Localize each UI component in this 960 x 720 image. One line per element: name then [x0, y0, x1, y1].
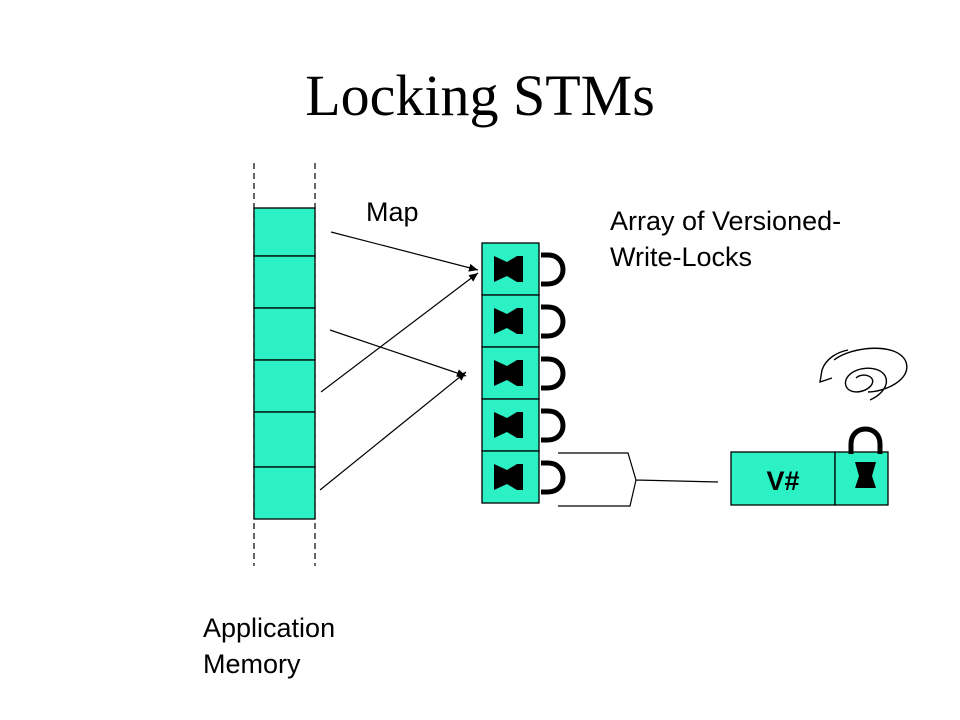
- lock-array-label-line2: Write-Locks: [610, 242, 753, 272]
- spiral-arrow-icon: [819, 369, 833, 384]
- application-memory-label: Application Memory: [203, 610, 335, 682]
- padlock-icon: [855, 462, 876, 488]
- open-shackle-icon: [541, 460, 566, 495]
- map-arrow: [319, 371, 467, 491]
- lock-slot: [481, 294, 566, 348]
- open-shackle-icon: [541, 356, 566, 391]
- lock-slot: [481, 398, 566, 452]
- open-shackle-icon: [541, 408, 566, 443]
- spiral-icon: [821, 347, 908, 401]
- closed-shackle-icon: [848, 426, 883, 454]
- keyhole-icon: [494, 256, 523, 282]
- slide-title: Locking STMs: [305, 63, 655, 128]
- map-arrows: [319, 231, 479, 491]
- application-memory-label-line1: Application: [203, 613, 336, 643]
- lock-slot: [481, 346, 566, 400]
- memory-cell: [253, 411, 316, 468]
- memory-cell: [253, 307, 316, 361]
- expansion-brace: [558, 452, 719, 507]
- lock-array-label: Array of Versioned- Write-Locks: [610, 203, 841, 275]
- memory-cell: [253, 207, 316, 257]
- lock-slot: [481, 450, 566, 504]
- version-field: [730, 451, 836, 506]
- memory-cell: [253, 255, 316, 309]
- open-shackle-icon: [541, 304, 566, 339]
- open-shackle-icon: [541, 252, 566, 287]
- keyhole-icon: [494, 308, 523, 334]
- map-arrow: [330, 231, 479, 272]
- versioned-write-lock-detail: V#: [730, 426, 889, 506]
- lock-slot: [481, 242, 566, 296]
- map-label: Map: [366, 197, 419, 227]
- keyhole-icon: [494, 412, 523, 438]
- memory-cell: [253, 466, 316, 520]
- map-arrow: [329, 329, 467, 377]
- keyhole-icon: [494, 360, 523, 386]
- lock-array-label-line1: Array of Versioned-: [610, 206, 842, 236]
- versioned-write-lock-array: [481, 242, 566, 504]
- application-memory-column: [253, 163, 316, 566]
- application-memory-label-line2: Memory: [203, 649, 301, 679]
- version-label: V#: [766, 466, 799, 496]
- memory-cell: [253, 359, 316, 413]
- keyhole-icon: [494, 464, 523, 490]
- map-arrow: [320, 272, 479, 393]
